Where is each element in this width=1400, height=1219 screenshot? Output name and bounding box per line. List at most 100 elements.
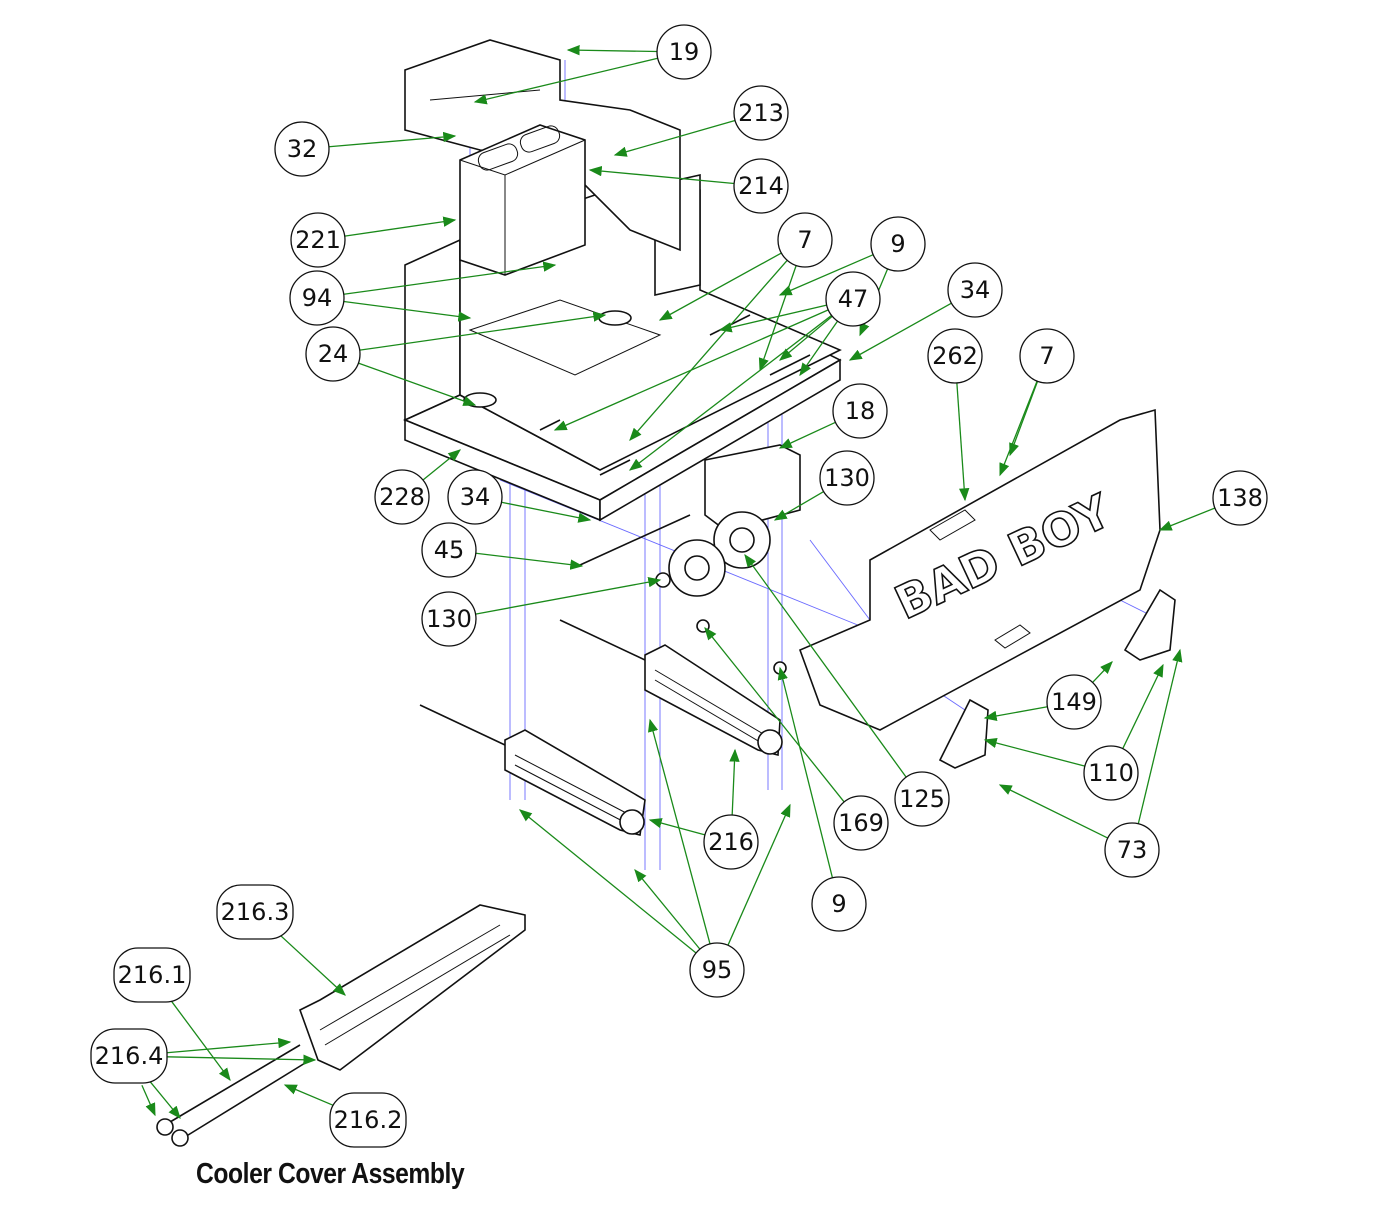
part-callout-216.1: 216.1 — [113, 947, 191, 1003]
callout-label: 214 — [738, 172, 784, 200]
leader-line — [999, 380, 1038, 477]
callout-label: 216 — [708, 828, 754, 856]
leader-line — [629, 259, 788, 441]
part-callout-125: 125 — [894, 771, 950, 827]
part-callout-110: 110 — [1083, 745, 1139, 801]
front-plate: BAD BOY — [798, 408, 1176, 769]
part-callout-18: 18 — [832, 383, 888, 439]
leader-line — [328, 131, 457, 148]
leader-line — [278, 933, 346, 996]
part-callout-9: 9 — [870, 216, 926, 272]
callout-label: 221 — [295, 226, 341, 254]
leader-line — [983, 706, 1048, 722]
leader-line — [148, 1080, 181, 1120]
callout-label: 262 — [932, 342, 978, 370]
callout-bubble — [811, 876, 867, 932]
leader-line — [1092, 661, 1113, 683]
callout-bubble — [894, 771, 950, 827]
callout-bubble — [1104, 822, 1160, 878]
part-callout-47: 47 — [825, 271, 881, 327]
callout-label: 32 — [287, 135, 318, 163]
callout-label: 34 — [460, 483, 491, 511]
callout-label: 228 — [379, 483, 425, 511]
leader-line — [170, 1000, 231, 1082]
callout-bubble — [689, 942, 745, 998]
callout-bubble — [1083, 745, 1139, 801]
part-callout-73: 73 — [1104, 822, 1160, 878]
callout-bubble — [1212, 470, 1268, 526]
callout-bubble — [274, 121, 330, 177]
callout-label: 73 — [1117, 836, 1148, 864]
part-callout-34: 34 — [447, 469, 503, 525]
leader-line — [1009, 381, 1039, 457]
part-callout-213: 213 — [733, 85, 789, 141]
callout-label: 216.3 — [221, 898, 290, 926]
part-callout-214: 214 — [733, 158, 789, 214]
leader-line — [1122, 663, 1164, 749]
part-callout-95: 95 — [689, 942, 745, 998]
leader-line — [1137, 648, 1183, 824]
callout-bubble — [703, 814, 759, 870]
part-callout-32: 32 — [274, 121, 330, 177]
callout-bubble — [289, 270, 345, 326]
callout-bubble — [927, 328, 983, 384]
callout-label: 9 — [890, 230, 905, 258]
leader-line — [160, 1037, 292, 1054]
leader-line — [779, 315, 833, 361]
leader-line — [475, 577, 662, 615]
part-callout-130: 130 — [819, 450, 875, 506]
callout-label: 216.4 — [95, 1042, 164, 1070]
callout-bubble — [421, 522, 477, 578]
callout-bubble — [656, 24, 712, 80]
callout-bubble — [777, 212, 833, 268]
callout-label: 18 — [845, 397, 876, 425]
leader-line — [343, 261, 557, 295]
part-callout-7: 7 — [1019, 328, 1075, 384]
callout-bubble — [374, 469, 430, 525]
leader-line — [160, 1054, 317, 1065]
part-callout-130: 130 — [421, 591, 477, 647]
leader-line — [729, 748, 740, 816]
part-callout-45: 45 — [421, 522, 477, 578]
leader-line — [718, 304, 827, 333]
callout-bubble — [733, 85, 789, 141]
callout-bubble — [833, 795, 889, 851]
leader-line — [778, 254, 874, 296]
leader-line — [613, 119, 736, 157]
callout-label: 216.1 — [118, 961, 187, 989]
part-callout-138: 138 — [1212, 470, 1268, 526]
leader-line — [475, 552, 584, 570]
callout-bubble — [305, 326, 361, 382]
callout-label: 130 — [426, 605, 472, 633]
callout-bubble — [329, 1092, 407, 1148]
cooler-covers — [156, 619, 783, 1147]
leader-line — [359, 311, 607, 351]
part-callout-228: 228 — [374, 469, 430, 525]
part-callout-24: 24 — [305, 326, 361, 382]
callout-label: 125 — [899, 785, 945, 813]
callout-label: 216.2 — [334, 1106, 403, 1134]
leader-line — [777, 666, 834, 878]
callout-label: 45 — [434, 536, 465, 564]
callout-label: 9 — [831, 890, 846, 918]
part-callout-216: 216 — [703, 814, 759, 870]
leader-line — [998, 784, 1109, 839]
callout-bubble — [733, 158, 789, 214]
callout-bubble — [290, 212, 346, 268]
leader-line — [704, 626, 845, 803]
part-callout-262: 262 — [927, 328, 983, 384]
part-callout-216.3: 216.3 — [216, 884, 294, 940]
leader-line — [778, 421, 836, 449]
part-callout-169: 169 — [833, 795, 889, 851]
leader-line — [758, 265, 797, 372]
leader-line — [727, 803, 791, 946]
leader-line — [473, 57, 658, 105]
part-callout-34: 34 — [947, 262, 1003, 318]
leader-lines — [141, 45, 1216, 1120]
leader-line — [553, 309, 829, 431]
callout-label: 7 — [1039, 342, 1054, 370]
leader-line — [983, 737, 1086, 767]
callout-bubble — [216, 884, 294, 940]
callout-bubble — [870, 216, 926, 272]
leader-line — [628, 314, 832, 471]
